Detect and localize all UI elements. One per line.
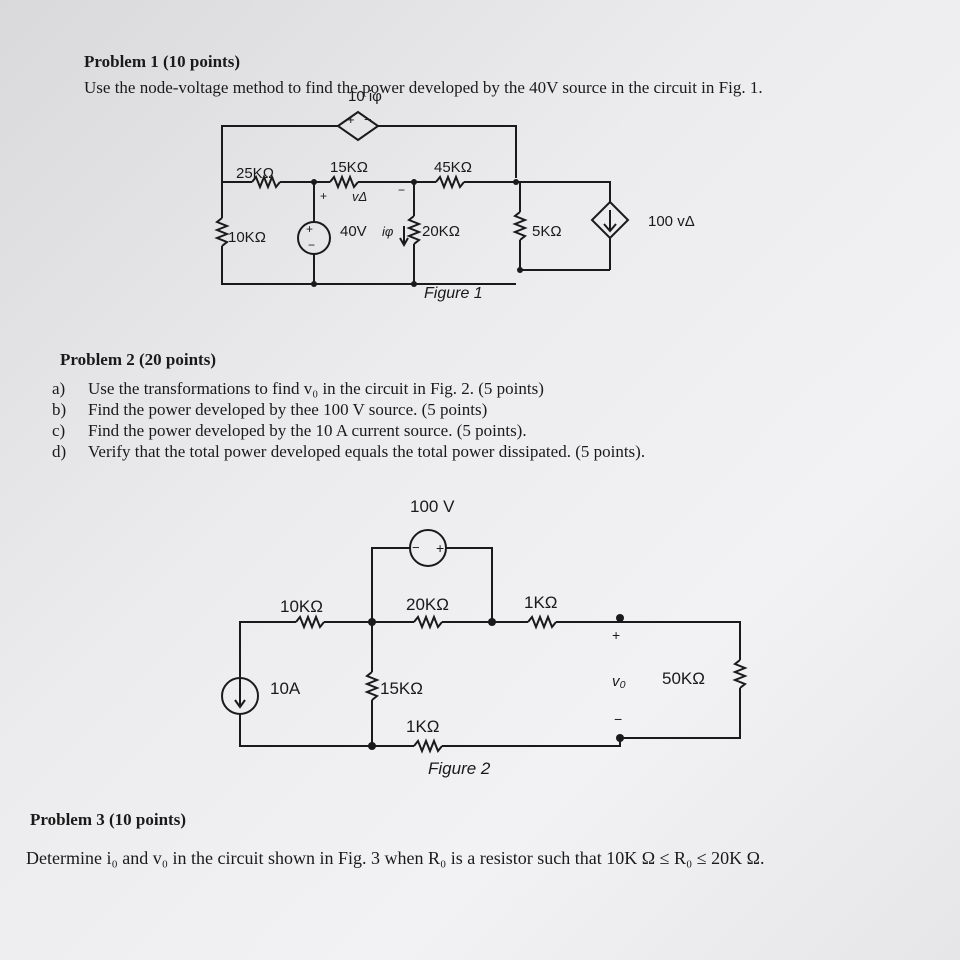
- fig1-caption: Figure 1: [424, 285, 483, 302]
- list-item: a) Use the transformations to find v₀ in …: [52, 378, 645, 399]
- fig2-r1a-label: 1KΩ: [524, 593, 558, 612]
- problem3-heading: Problem 3 (10 points): [30, 810, 186, 829]
- fig2-r15-label: 15KΩ: [380, 679, 423, 698]
- list-item: c) Find the power developed by the 10 A c…: [52, 420, 645, 441]
- list-text: Find the power developed by the 10 A cur…: [88, 421, 527, 440]
- fig1-r5-label: 5KΩ: [532, 223, 562, 240]
- fig2-r20-label: 20KΩ: [406, 595, 449, 614]
- fig1-r10-label: 10KΩ: [228, 229, 266, 246]
- fig2-caption: Figure 2: [428, 759, 491, 778]
- problem2-list: a) Use the transformations to find v₀ in …: [52, 378, 645, 462]
- fig1-dep-voltage-label: 10 iφ: [348, 88, 382, 105]
- fig1-vsrc-plus: +: [306, 222, 313, 236]
- list-marker: b): [52, 400, 67, 419]
- fig1-dep-minus: −: [364, 112, 372, 127]
- fig2-vsrc-plus: +: [436, 540, 444, 556]
- list-marker: a): [52, 379, 66, 398]
- list-text: Verify that the total power developed eq…: [88, 442, 646, 461]
- fig1-vdelta-plus: +: [320, 189, 327, 203]
- list-item: d) Verify that the total power developed …: [52, 441, 645, 462]
- fig1-vdelta-label: vΔ: [352, 189, 367, 204]
- fig2-vo-label: v₀: [612, 673, 626, 690]
- fig2-r1b-label: 1KΩ: [406, 717, 440, 736]
- fig2-r50-label: 50KΩ: [662, 669, 705, 688]
- fig1-vdelta-minus: −: [398, 183, 405, 197]
- list-text: Use the transformations to find v₀ in th…: [88, 379, 544, 398]
- problem2-heading: Problem 2 (20 points): [60, 350, 216, 369]
- fig2-isrc-label: 10A: [270, 679, 301, 698]
- fig1-vsrc-minus: −: [308, 238, 315, 252]
- fig2-vo-minus: −: [614, 711, 622, 727]
- fig1-r20-label: 20KΩ: [422, 223, 460, 240]
- problem1-prompt: Use the node-voltage method to find the …: [84, 78, 763, 97]
- fig1-iphi-label: iφ: [382, 224, 394, 239]
- fig2-r10-label: 10KΩ: [280, 597, 323, 616]
- fig1-r25-label: 25KΩ: [236, 165, 274, 182]
- fig1-vsrc-label: 40V: [340, 223, 367, 240]
- fig1-dep-plus: +: [347, 112, 355, 127]
- problem3-prompt: Determine i₀ and v₀ in the circuit shown…: [26, 848, 765, 868]
- fig1-r45-label: 45KΩ: [434, 159, 472, 176]
- fig1-r15-label: 15KΩ: [330, 159, 368, 176]
- fig2-vsrc-minus: −: [412, 540, 420, 555]
- fig2-vsrc-label: 100 V: [410, 497, 455, 516]
- list-text: Find the power developed by thee 100 V s…: [88, 400, 488, 419]
- problem1-heading: Problem 1 (10 points): [84, 52, 240, 71]
- fig2-vo-plus: +: [612, 627, 620, 643]
- fig1-dep-current-label: 100 vΔ: [648, 213, 695, 230]
- list-marker: d): [52, 442, 67, 461]
- list-marker: c): [52, 421, 66, 440]
- list-item: b) Find the power developed by thee 100 V…: [52, 399, 645, 420]
